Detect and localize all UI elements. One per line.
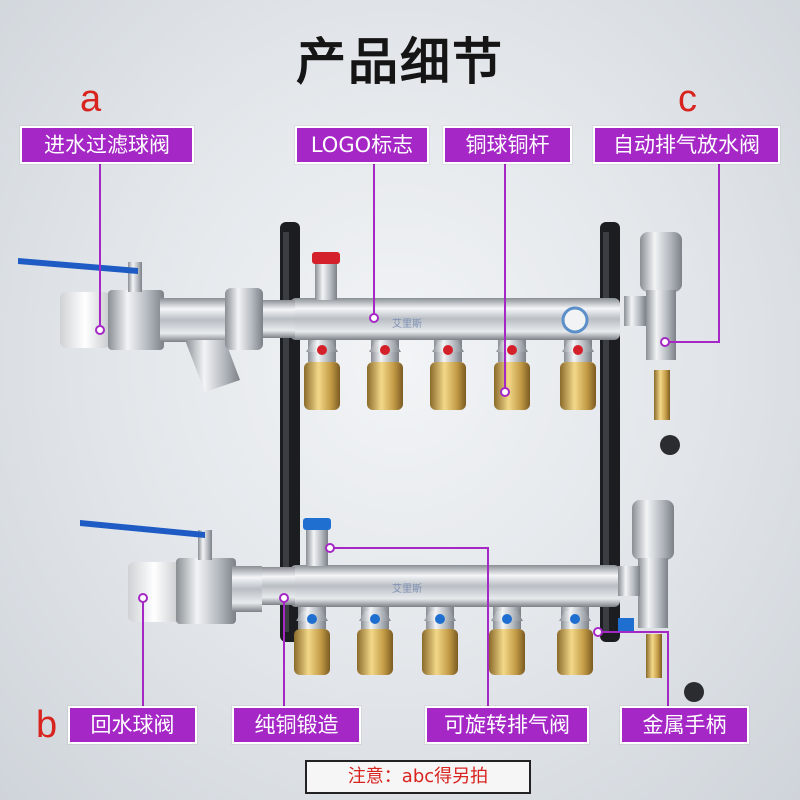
lower-outlet-valves xyxy=(294,607,593,675)
svg-text:艾里斯: 艾里斯 xyxy=(392,317,422,330)
label-metal-handle: 金属手柄 xyxy=(620,706,749,744)
marker-b: b xyxy=(36,704,58,746)
label-copper-ball-stem: 铜球铜杆 xyxy=(443,126,572,164)
upper-vent-valve xyxy=(312,252,340,300)
upper-outlet-valves xyxy=(304,340,596,410)
label-inlet-filter-valve: 进水过滤球阀 xyxy=(20,126,194,164)
leader-dots xyxy=(95,313,670,637)
marker-a: a xyxy=(80,78,102,120)
label-forged-copper: 纯铜锻造 xyxy=(232,706,361,744)
page-title: 产品细节 xyxy=(296,33,504,91)
lower-vent-valve xyxy=(303,518,331,566)
svg-text:艾里斯: 艾里斯 xyxy=(392,582,422,595)
auto-vent-upper xyxy=(624,232,682,455)
lower-manifold: 艾里斯 xyxy=(255,565,620,607)
inlet-filter-assembly xyxy=(18,258,263,392)
label-auto-vent-drain: 自动排气放水阀 xyxy=(593,126,780,164)
note-box: 注意：abc得另拍 xyxy=(305,760,531,794)
auto-vent-lower xyxy=(618,500,704,702)
label-logo: LOGO标志 xyxy=(295,126,429,164)
upper-manifold: 艾里斯 xyxy=(255,298,620,340)
leader-lines xyxy=(99,160,720,710)
return-valve-assembly xyxy=(80,520,262,624)
label-rotatable-vent: 可旋转排气阀 xyxy=(425,706,589,744)
label-return-valve: 回水球阀 xyxy=(68,706,197,744)
marker-c: c xyxy=(678,78,697,120)
